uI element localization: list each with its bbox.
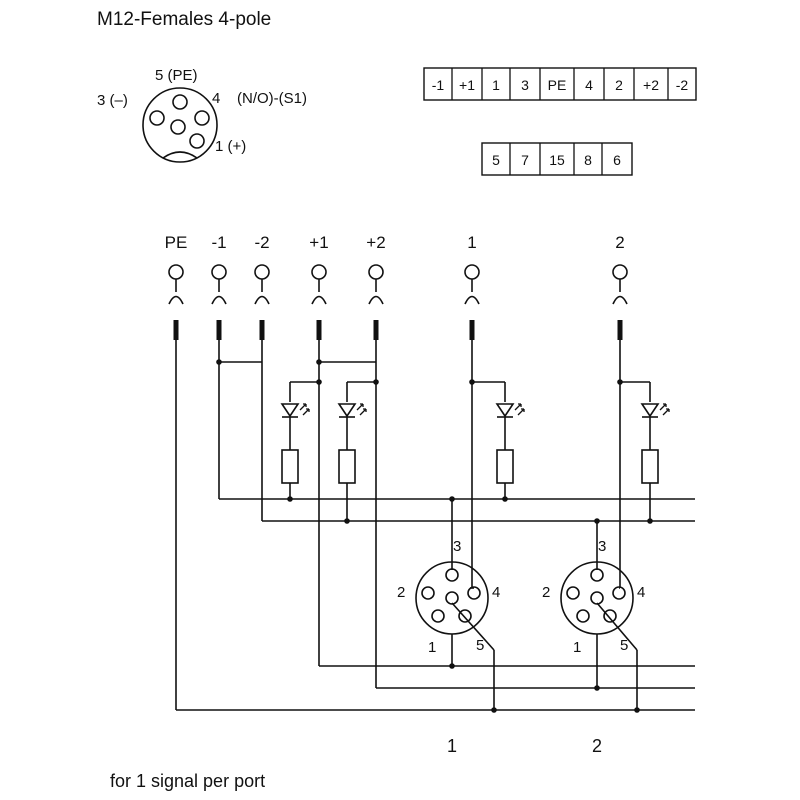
pin-1-hole xyxy=(189,133,205,149)
legend-pin1-label: 1 (+) xyxy=(215,138,246,155)
terminal-label: 1 xyxy=(467,233,476,252)
led-resistor xyxy=(280,403,310,484)
terminal-strip-bottom: 5 7 15 8 6 xyxy=(481,142,633,176)
strip-bottom-cell: 6 xyxy=(613,152,621,168)
terminal-labels: PE -1 -2 +1 +2 1 2 xyxy=(165,233,625,252)
strip-top-cell: -1 xyxy=(432,77,445,93)
terminal-label: PE xyxy=(165,233,188,252)
pin-3-hole xyxy=(149,110,165,126)
strip-top-cell: 1 xyxy=(492,77,500,93)
led-resistor xyxy=(640,403,670,484)
terminal-plug-symbols xyxy=(168,264,628,340)
diagram-title: M12-Females 4-pole xyxy=(97,9,271,30)
terminal-label: -1 xyxy=(211,233,226,252)
strip-bottom-cell: 8 xyxy=(584,152,592,168)
led-resistor xyxy=(337,403,367,484)
terminal-label: +2 xyxy=(366,233,385,252)
coding-key xyxy=(162,151,198,159)
port-pin-label: 1 xyxy=(428,639,436,656)
legend-pin4-desc: (N/O)-(S1) xyxy=(237,90,307,107)
legend-pin3-label: 3 (–) xyxy=(97,92,128,109)
terminal-strip-top: -1 +1 1 3 PE 4 2 +2 -2 xyxy=(423,67,697,101)
port-pin-label: 5 xyxy=(620,637,628,654)
strip-top-cell: +1 xyxy=(459,77,475,93)
led-indicators xyxy=(280,403,670,484)
legend-pin5-label: 5 (PE) xyxy=(155,67,198,84)
port-pin-label: 2 xyxy=(397,584,405,601)
port-pin-label: 3 xyxy=(598,538,606,555)
strip-bottom-cell: 5 xyxy=(492,152,500,168)
terminal-label: -2 xyxy=(254,233,269,252)
port-pin-label: 4 xyxy=(637,584,645,601)
port-pin-label: 2 xyxy=(542,584,550,601)
strip-top-cell: PE xyxy=(548,77,567,93)
strip-top-cell: +2 xyxy=(643,77,659,93)
port-pin-label: 3 xyxy=(453,538,461,555)
port-connector-2: 3 2 4 1 5 xyxy=(542,538,645,656)
m12-connector-legend: 5 (PE) 3 (–) 4 (N/O)-(S1) 1 (+) xyxy=(97,67,307,163)
strip-top-cell: -2 xyxy=(676,77,689,93)
legend-pin4-label: 4 xyxy=(212,90,220,107)
strip-top-cell: 4 xyxy=(585,77,593,93)
port-pin-label: 1 xyxy=(573,639,581,656)
strip-bottom-cell: 15 xyxy=(549,152,565,168)
port-number: 2 xyxy=(592,736,602,756)
strip-top-cell: 2 xyxy=(615,77,623,93)
strip-bottom-cell: 7 xyxy=(521,152,529,168)
port-pin-label: 5 xyxy=(476,637,484,654)
pin-center-hole xyxy=(170,119,186,135)
wiring xyxy=(175,320,695,713)
port-connector-1: 3 2 4 1 5 xyxy=(397,538,500,656)
port-number: 1 xyxy=(447,736,457,756)
port-pin-label: 4 xyxy=(492,584,500,601)
footer-note: for 1 signal per port xyxy=(110,771,265,791)
led-resistor xyxy=(495,403,525,484)
strip-top-cell: 3 xyxy=(521,77,529,93)
pin-4-hole xyxy=(194,110,210,126)
pin-5-hole xyxy=(172,94,188,110)
terminal-label: 2 xyxy=(615,233,624,252)
connector-outline xyxy=(142,87,218,163)
terminal-label: +1 xyxy=(309,233,328,252)
